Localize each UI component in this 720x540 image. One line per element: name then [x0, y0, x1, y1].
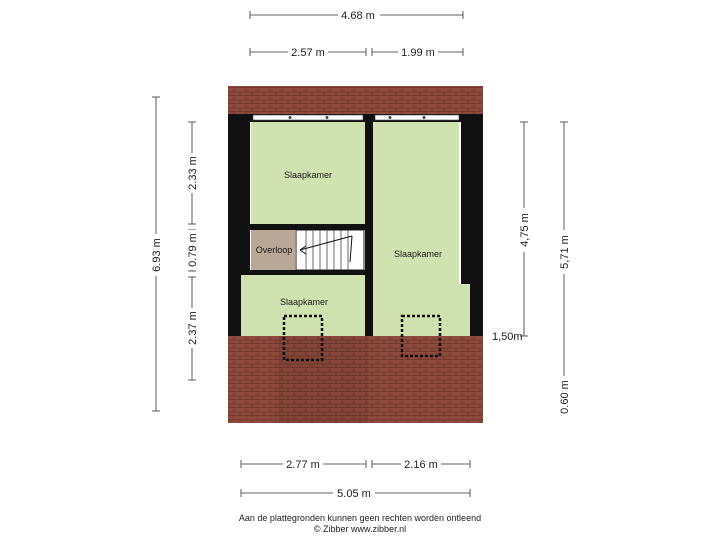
room-landing	[251, 230, 295, 270]
roof-top	[228, 86, 483, 114]
footer-disclaimer: Aan de plattegronden kunnen geen rechten…	[238, 513, 482, 523]
dormer-window-left	[282, 314, 324, 362]
dim-right-inner: 4,75 m	[519, 213, 531, 247]
wall-center	[365, 114, 373, 336]
label-landing: Overloop	[256, 245, 293, 255]
label-bedroom-right: Slaapkamer	[394, 249, 442, 259]
wall-landing-bottom	[240, 270, 366, 275]
dim-bottom-right: 2.16 m	[404, 459, 438, 471]
dim-left-mid: 0.79 m	[187, 233, 199, 267]
dim-right-bottom: 0.60 m	[559, 380, 571, 414]
dim-top-right: 1.99 m	[401, 47, 435, 59]
dim-right-mark: 1,50m	[492, 331, 523, 343]
window-top-right	[374, 114, 460, 121]
footer-copyright: © Zibber www.zibber.nl	[313, 524, 407, 534]
stair-arrow	[299, 235, 353, 263]
room-bedroom-bottom-left	[241, 275, 365, 336]
wall-right	[461, 114, 483, 336]
dormer-window-right	[400, 314, 442, 358]
dim-left-bottom: 2.37 m	[187, 311, 199, 345]
wall-landing-top	[250, 224, 366, 230]
dim-right-outer: 5,71 m	[559, 235, 571, 269]
dim-top-total: 4.68 m	[341, 10, 375, 22]
room-bedroom-right	[373, 122, 459, 284]
window-top-left	[252, 114, 364, 121]
dim-bottom-left: 2.77 m	[286, 459, 320, 471]
room-bedroom-top-left	[251, 122, 365, 224]
dim-left-outer: 6.93 m	[151, 238, 163, 272]
label-bedroom-bottom-left: Slaapkamer	[280, 297, 328, 307]
dim-left-top: 2.33 m	[187, 156, 199, 190]
room-bedroom-right-ext	[373, 284, 470, 336]
window-marks	[288, 116, 426, 119]
label-bedroom-top-left: Slaapkamer	[284, 170, 332, 180]
dim-bottom-total: 5.05 m	[337, 488, 371, 500]
stair	[295, 229, 365, 271]
dim-top-left: 2.57 m	[291, 47, 325, 59]
